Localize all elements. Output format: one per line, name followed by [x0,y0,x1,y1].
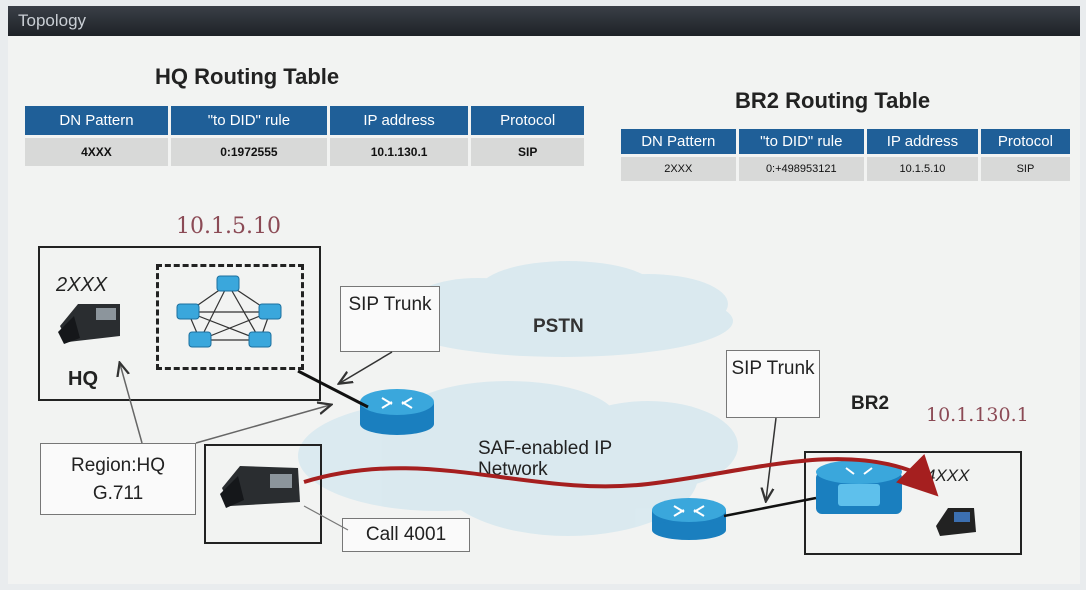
hq-routing-table: DN Pattern "to DID" rule IP address Prot… [22,103,587,169]
table-row: 4XXX 0:1972555 10.1.130.1 SIP [25,138,584,166]
cloud-icon [298,261,738,536]
hq-ip-address: 10.1.5.10 [176,214,281,239]
hq-dn-pattern: 2XXX [56,274,108,296]
column-header: IP address [866,129,978,154]
br2-sip-trunk-label: SIP Trunk [726,350,820,418]
call-manager-express-router-icon [816,460,902,514]
table-cell: 10.1.130.1 [329,138,469,166]
region-label: Region:HQ G.711 [40,443,196,515]
table-cell: 4XXX [25,138,168,166]
table-cell: SIP [471,138,584,166]
column-header: Protocol [471,106,584,135]
call-label: Call 4001 [342,518,470,552]
call-manager-cluster-box [156,264,304,370]
column-header: DN Pattern [25,106,168,135]
column-header: Protocol [980,129,1070,154]
call-path [303,454,939,497]
topology-connections [58,275,976,540]
hq-label: HQ [68,368,98,390]
column-header: DN Pattern [621,129,736,154]
table-cell: 0:+498953121 [738,157,864,181]
window-title: Topology [8,6,1080,36]
ip-phone-icon [936,508,976,536]
hq-site-box [38,246,321,401]
topology-canvas: HQ Routing Table DN Pattern "to DID" rul… [8,36,1080,584]
table-cell: 0:1972555 [170,138,327,166]
router-icon [360,389,434,435]
caller-phone-box [204,444,322,544]
region-name: Region:HQ [71,455,165,476]
br2-site-box [804,451,1022,555]
br2-label: BR2 [851,393,890,414]
table-cell: 2XXX [621,157,736,181]
br2-ip-address: 10.1.130.1 [926,404,1029,426]
br2-routing-table: DN Pattern "to DID" rule IP address Prot… [618,126,1073,184]
column-header: "to DID" rule [738,129,864,154]
br2-table-title: BR2 Routing Table [735,88,931,113]
table-row: 2XXX 0:+498953121 10.1.5.10 SIP [621,157,1070,181]
ip-phone-icon [58,304,120,344]
region-codec: G.711 [92,483,144,504]
ip-phone-icon [220,466,300,508]
hq-sip-trunk-label: SIP Trunk [340,286,440,352]
column-header: IP address [329,106,469,135]
table-cell: SIP [980,157,1070,181]
hq-table-title: HQ Routing Table [155,64,340,89]
router-icon [652,498,726,540]
column-header: "to DID" rule [170,106,327,135]
table-cell: 10.1.5.10 [866,157,978,181]
pstn-label: PSTN [533,316,584,337]
